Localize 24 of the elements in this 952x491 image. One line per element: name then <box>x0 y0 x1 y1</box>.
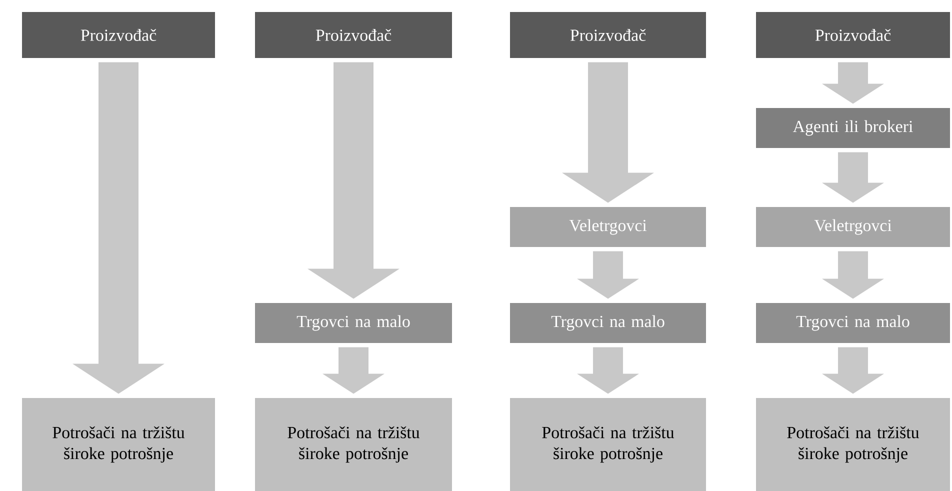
process-box: Proizvođač <box>255 12 452 58</box>
block-arrow <box>822 62 884 104</box>
block-arrow <box>308 62 400 299</box>
process-box: Potrošači na tržištu široke potrošnje <box>510 398 706 491</box>
block-arrow <box>577 251 639 299</box>
block-arrow <box>822 347 884 394</box>
process-box: Trgovci na malo <box>756 303 950 343</box>
block-arrow <box>322 347 384 394</box>
process-box: Veletrgovci <box>510 207 706 247</box>
block-arrow <box>72 62 164 394</box>
process-box: Agenti ili brokeri <box>756 108 950 148</box>
process-box: Trgovci na malo <box>255 303 452 343</box>
process-box: Potrošači na tržištu široke potrošnje <box>255 398 452 491</box>
process-box: Proizvođač <box>22 12 215 58</box>
block-arrow <box>822 152 884 203</box>
process-box: Trgovci na malo <box>510 303 706 343</box>
process-box: Proizvođač <box>756 12 950 58</box>
process-box: Potrošači na tržištu široke potrošnje <box>22 398 215 491</box>
block-arrow <box>577 347 639 394</box>
process-box: Potrošači na tržištu široke potrošnje <box>756 398 950 491</box>
block-arrow <box>822 251 884 299</box>
process-box: Veletrgovci <box>756 207 950 247</box>
block-arrow <box>562 62 654 203</box>
process-box: Proizvođač <box>510 12 706 58</box>
